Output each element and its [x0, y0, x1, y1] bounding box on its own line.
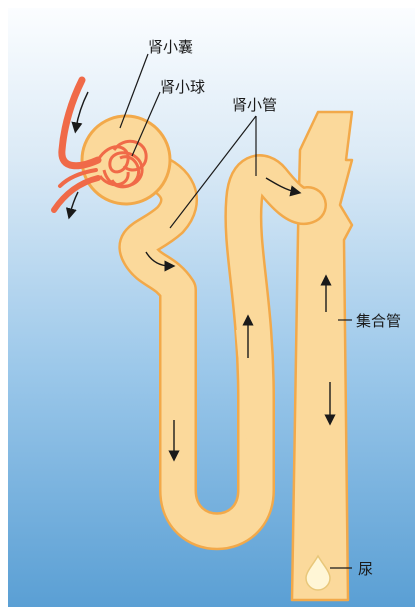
label-glomerulus: 肾小球 — [160, 78, 205, 96]
label-urine: 尿 — [358, 560, 373, 578]
label-tubule: 肾小管 — [232, 96, 277, 114]
label-collecting-duct: 集合管 — [356, 312, 401, 330]
label-capsule: 肾小囊 — [148, 38, 193, 56]
